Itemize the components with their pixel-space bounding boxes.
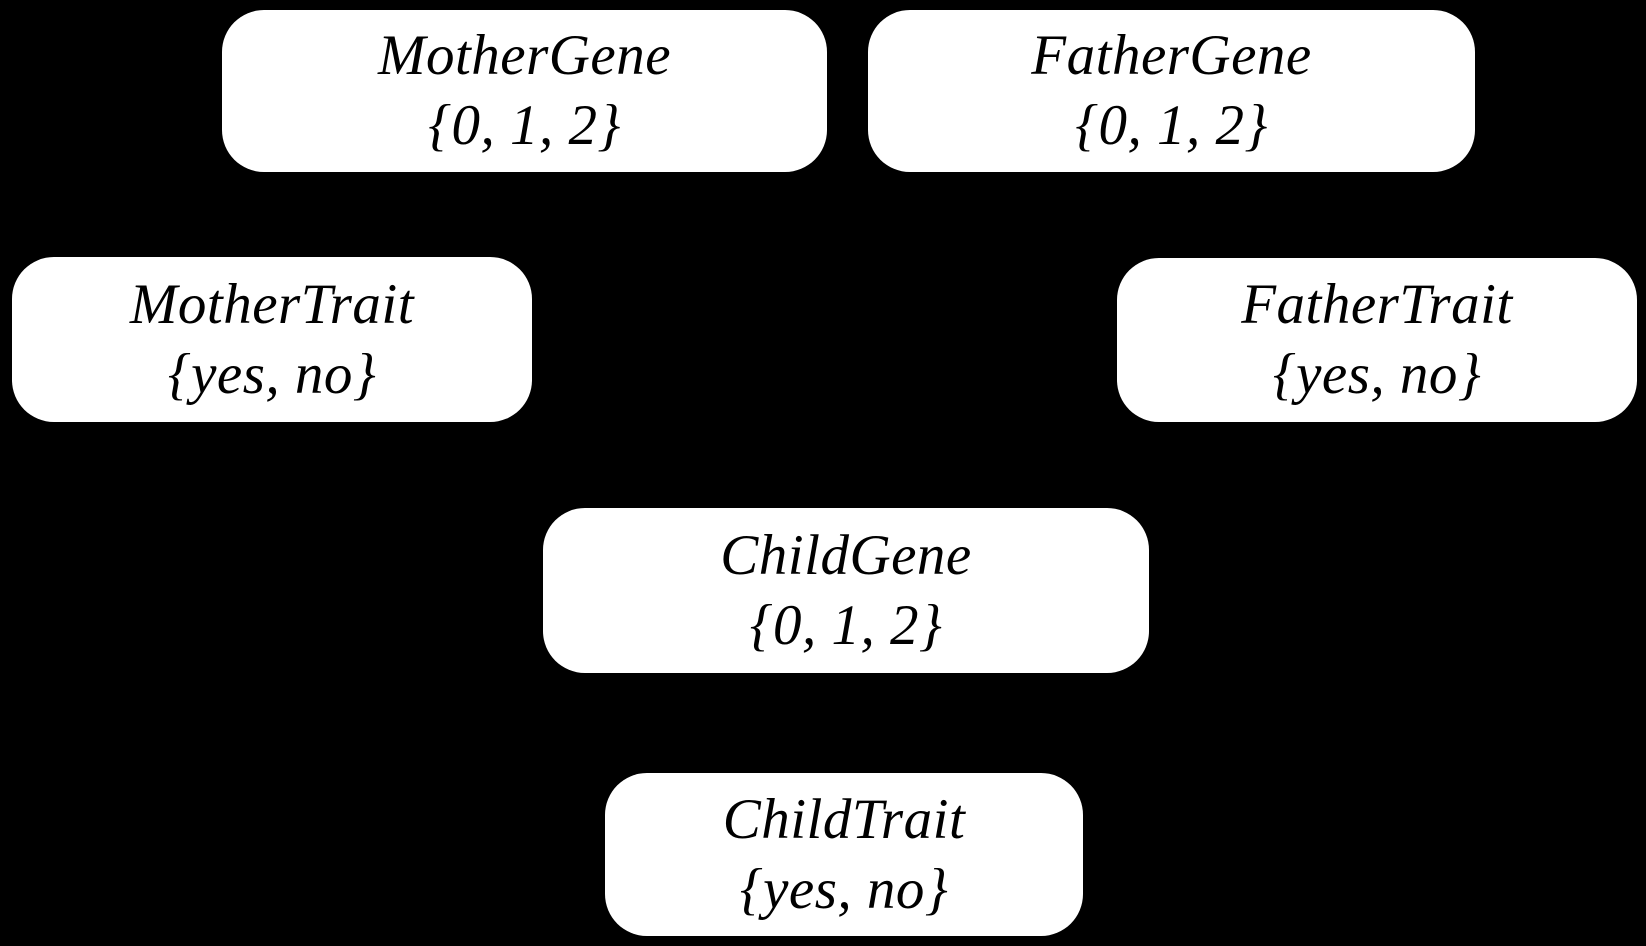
node-mother-gene-domain: {0, 1, 2} [428, 94, 621, 157]
node-father-trait-label: FatherTrait [1241, 273, 1513, 337]
node-father-trait-domain: {yes, no} [1272, 343, 1482, 406]
node-child-trait: ChildTrait {yes, no} [605, 773, 1083, 936]
node-mother-gene-label: MotherGene [377, 24, 672, 88]
node-father-gene-label: FatherGene [1031, 24, 1312, 88]
node-mother-trait: MotherTrait {yes, no} [12, 257, 532, 422]
node-mother-trait-domain: {yes, no} [167, 342, 377, 406]
node-mother-gene: MotherGene {0, 1, 2} [222, 10, 827, 172]
node-child-gene-domain: {0, 1, 2} [749, 593, 943, 657]
node-child-gene: ChildGene {0, 1, 2} [543, 508, 1149, 673]
node-child-trait-domain: {yes, no} [739, 857, 949, 921]
node-father-trait: FatherTrait {yes, no} [1117, 258, 1637, 422]
node-child-trait-label: ChildTrait [722, 787, 966, 851]
node-father-gene: FatherGene {0, 1, 2} [868, 10, 1475, 172]
node-mother-trait-label: MotherTrait [129, 272, 415, 336]
node-father-gene-domain: {0, 1, 2} [1075, 94, 1268, 157]
node-child-gene-label: ChildGene [720, 523, 972, 587]
